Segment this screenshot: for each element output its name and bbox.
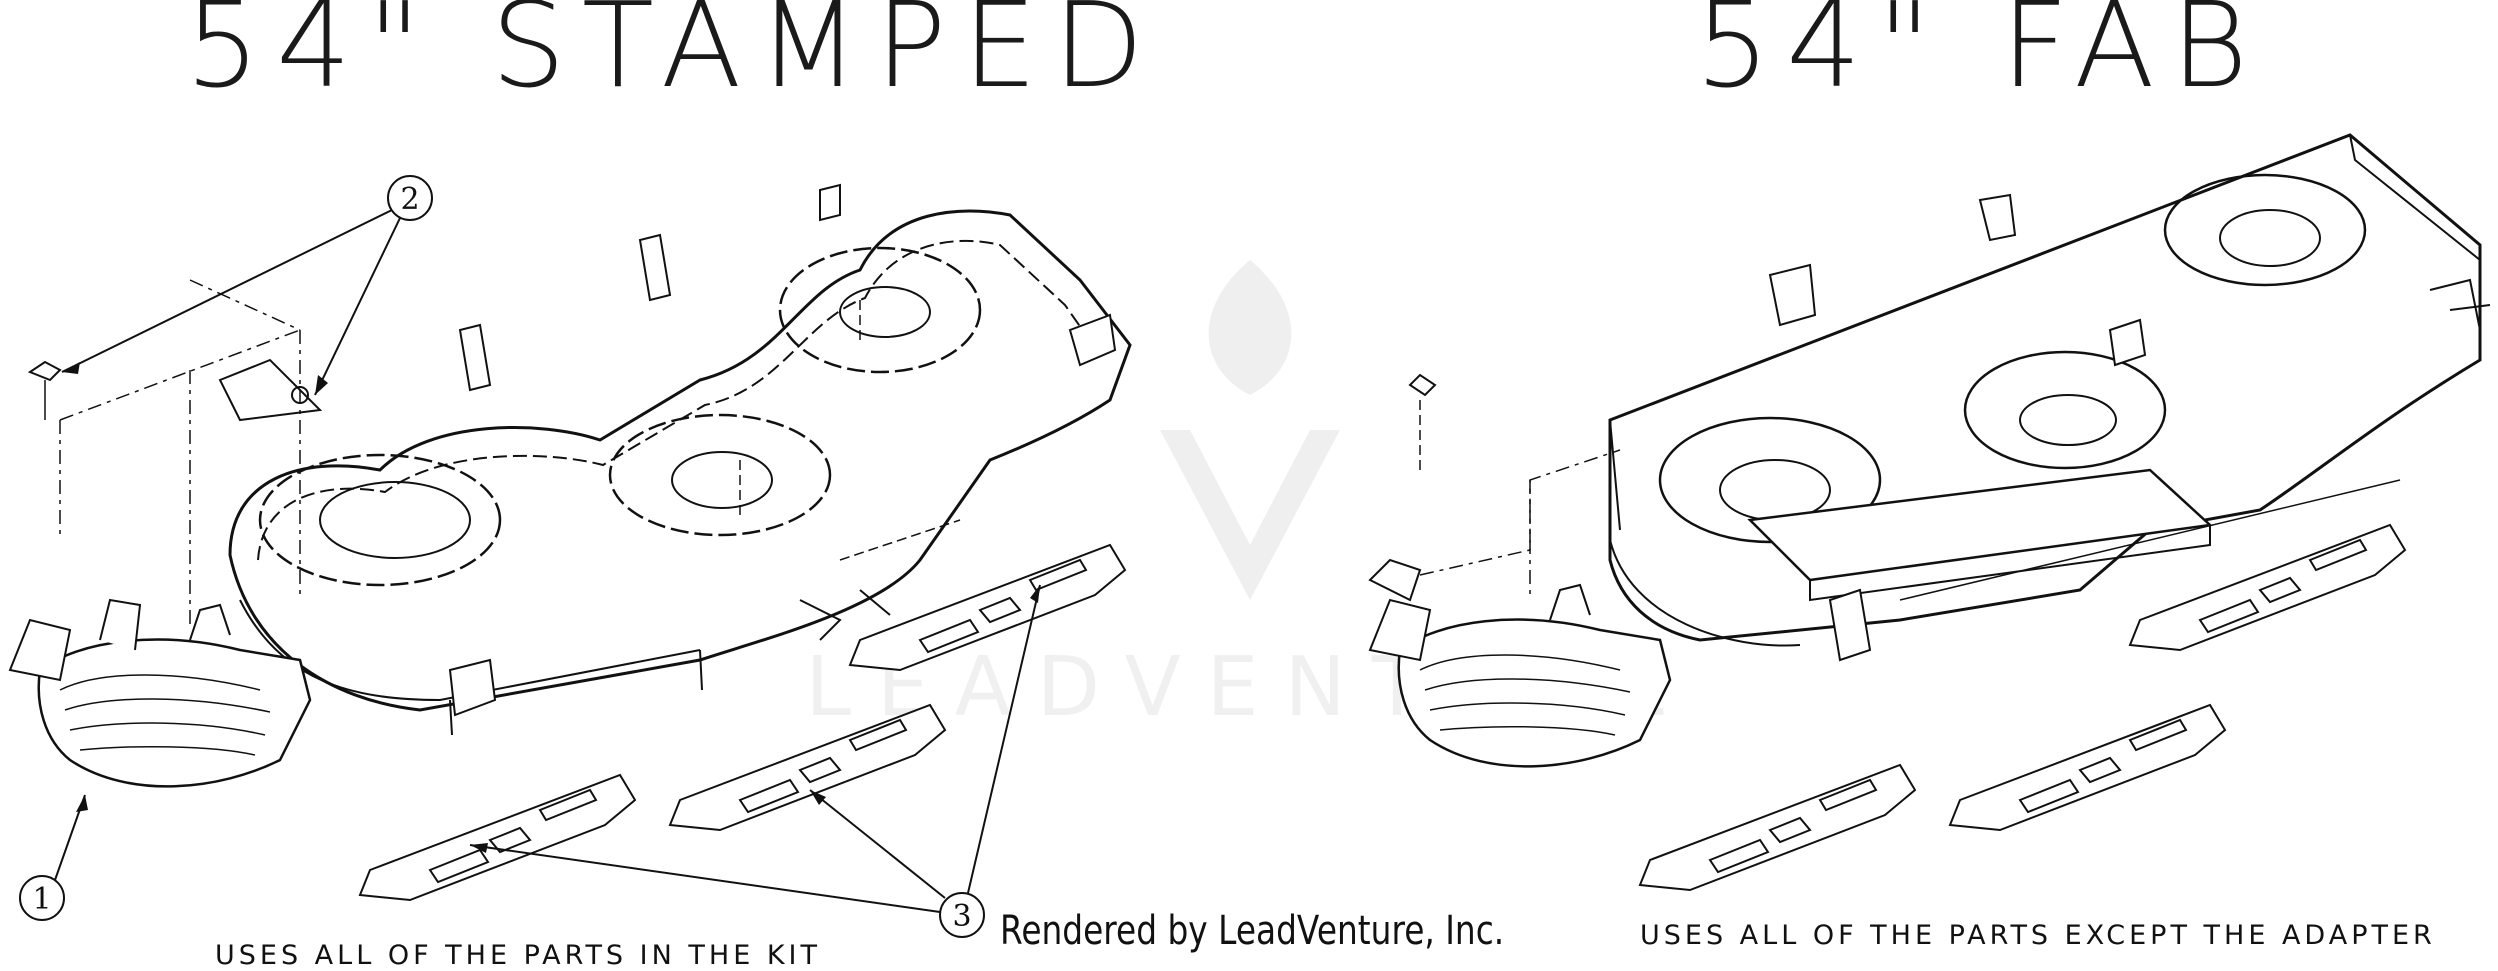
- right-caption: USES ALL OF THE PARTS EXCEPT THE ADAPTER: [1640, 920, 2436, 951]
- callout-1: 1: [19, 794, 88, 921]
- right-deck-title: 54" FAB: [1695, 0, 2264, 114]
- callout-2: 2: [61, 175, 433, 396]
- left-deck-title: 54" STAMPED: [185, 0, 1160, 114]
- callout-1-label: 1: [32, 882, 51, 917]
- render-credit: Rendered by LeadVenture, Inc.: [1000, 908, 1505, 954]
- callout-3-label: 3: [952, 899, 971, 934]
- stamped-deck: [8, 183, 1132, 901]
- callout-3: 3: [469, 584, 1041, 938]
- fab-deck: [1368, 133, 2491, 891]
- left-caption: USES ALL OF THE PARTS IN THE KIT: [215, 940, 821, 971]
- callout-2-label: 2: [400, 182, 419, 217]
